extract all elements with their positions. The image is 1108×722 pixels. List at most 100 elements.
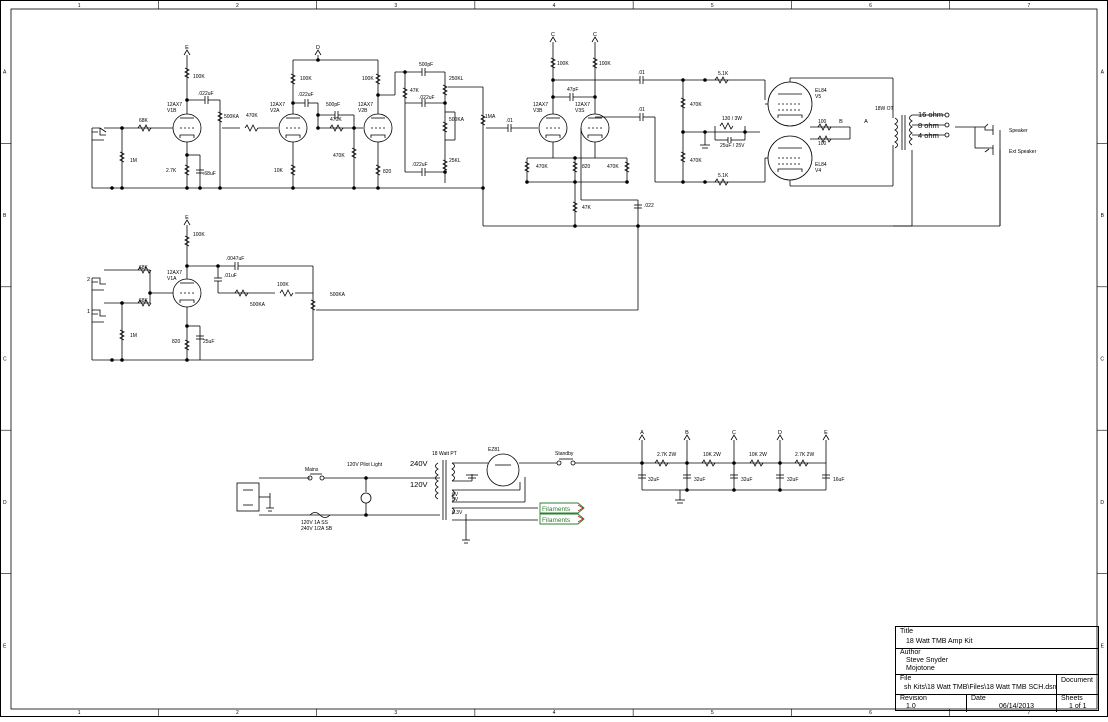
c25-label: 25uF / 25V [720, 143, 745, 149]
r1m-label: 1M [130, 158, 137, 164]
ch2-r100k-label: 100K [193, 232, 205, 238]
phase-inverter-wiring [524, 36, 705, 310]
psu-r1-label: 2.7K 2W [657, 452, 676, 458]
zone-col-4: 4 [553, 3, 556, 9]
node-b-2: B [685, 430, 689, 436]
zone-col-5: 5 [711, 3, 714, 9]
node-c-1: C [551, 32, 555, 38]
ch2-r1m-label: 1M [130, 333, 137, 339]
filament-labels: Filaments Filaments [542, 506, 571, 524]
date-value: 06/14/2013 [999, 703, 1035, 710]
ot-label: 18W OT [875, 106, 894, 112]
revision-cell: Revision 1.0 [896, 694, 966, 712]
zone-col-4: 4 [553, 710, 556, 716]
node-c-3: C [732, 430, 736, 436]
r100k-2-label: 100K [300, 76, 312, 82]
pot500ka-b-label: 500KA [330, 292, 346, 298]
r51k-a-label: 5.1K [718, 71, 729, 77]
title-label: Title [900, 628, 913, 635]
psu-r2-label: 10K 2W [703, 452, 721, 458]
r51k-b-label: 5.1K [718, 173, 729, 179]
inner-frame [10, 8, 1098, 710]
r68k-a-label: 68K [139, 265, 149, 271]
ext-speaker-label: Ext Speaker [1009, 149, 1037, 155]
r27k-label: 2.7K [166, 168, 177, 174]
zone-col-3: 3 [394, 710, 397, 716]
zone-row-A: A [1101, 70, 1105, 76]
zone-col-1: 1 [78, 3, 81, 9]
zone-row-E: E [1101, 643, 1105, 649]
r47k-label: 47K [410, 88, 420, 94]
power-amp-wiring [680, 76, 1001, 227]
large-labels: 16 ohm 8 ohm 4 ohm 240V 120V [410, 110, 943, 489]
zone-row-B: B [1101, 213, 1105, 219]
r100-b-label: 100 [818, 141, 827, 147]
pilot-label: 120V Pilot Light [347, 462, 383, 468]
author-label: Author [900, 649, 921, 656]
title-block: Title 18 Watt TMB Amp Kit Author Steve S… [895, 626, 1100, 712]
c500pf-1-label: 500pF [326, 102, 340, 108]
r100k-1-label: 100K [193, 74, 205, 80]
input-2-label: 2 [87, 277, 90, 283]
psu-r4-label: 2.7K 2W [795, 452, 814, 458]
v63-label: 6.3V [452, 510, 463, 516]
tap-16-label: 16 ohm [918, 110, 943, 119]
pa-r470k-a-label: 470K [690, 102, 702, 108]
pi-r470k-a-label: 470K [536, 164, 548, 170]
r100-a-label: 100 [818, 119, 827, 125]
c68uf-label: .68uF [203, 171, 216, 177]
node-e-1: E [185, 45, 189, 51]
psu-c5-label: 16uF [833, 477, 844, 483]
document-label: Document [1061, 677, 1093, 684]
c25uf-label: 25uF [203, 339, 214, 345]
c022-4-label: .022uF [412, 162, 428, 168]
zone-row-D: D [3, 500, 7, 506]
sheets-value: 1 of 1 [1069, 703, 1087, 710]
v240-label: 240V [410, 459, 428, 468]
revision-label: Revision [900, 695, 927, 702]
channel2-wiring [91, 219, 638, 361]
sheets-cell: Sheets 1 of 1 [1056, 694, 1100, 712]
c0047-label: .0047uF [226, 256, 244, 262]
node-d-2: D [778, 430, 782, 436]
zone-col-3: 3 [394, 3, 397, 9]
date-label: Date [971, 695, 986, 702]
node-b-1: B [839, 119, 843, 125]
power-amp-junctions [681, 78, 747, 184]
filament-label-2: Filaments [542, 517, 571, 524]
r470k-3-label: 470K [333, 153, 345, 159]
zone-col-6: 6 [869, 3, 872, 9]
pi-r470k-b-label: 470K [607, 164, 619, 170]
rect-label: EZ81 [488, 447, 500, 453]
mains-label: Mains [305, 467, 319, 473]
r10k-label: 10K [274, 168, 284, 174]
pi-r47k-label: 47K [582, 205, 592, 211]
input-1-label: 1 [87, 309, 90, 315]
zone-col-6: 6 [869, 710, 872, 716]
pa-r470k-b-label: 470K [690, 158, 702, 164]
psu-junctions [364, 461, 782, 517]
company-value: Mojotone [906, 665, 935, 672]
zone-col-2: 2 [236, 710, 239, 716]
psu-c4-label: 32uF [787, 477, 798, 483]
author-value: Steve Snyder [906, 657, 949, 664]
r100k-3-label: 100K [362, 76, 374, 82]
zone-col-7: 7 [1027, 710, 1030, 716]
c47pf-label: 47pF [567, 87, 578, 93]
zone-row-C: C [3, 357, 7, 363]
c01uf-label: .01uF [224, 273, 237, 279]
author-row: Author Steve Snyder Mojotone [896, 648, 1098, 675]
c022z-label: .022 [644, 203, 654, 209]
sheets-label: Sheets [1061, 695, 1083, 702]
psu-r3-label: 10K 2W [749, 452, 767, 458]
r820-1-label: 820 [383, 169, 392, 175]
v6-label: 6V [452, 492, 459, 498]
psu-c3-label: 32uF [741, 477, 752, 483]
ch2-r100k-b-label: 100K [277, 282, 289, 288]
node-d-1: D [316, 45, 320, 51]
